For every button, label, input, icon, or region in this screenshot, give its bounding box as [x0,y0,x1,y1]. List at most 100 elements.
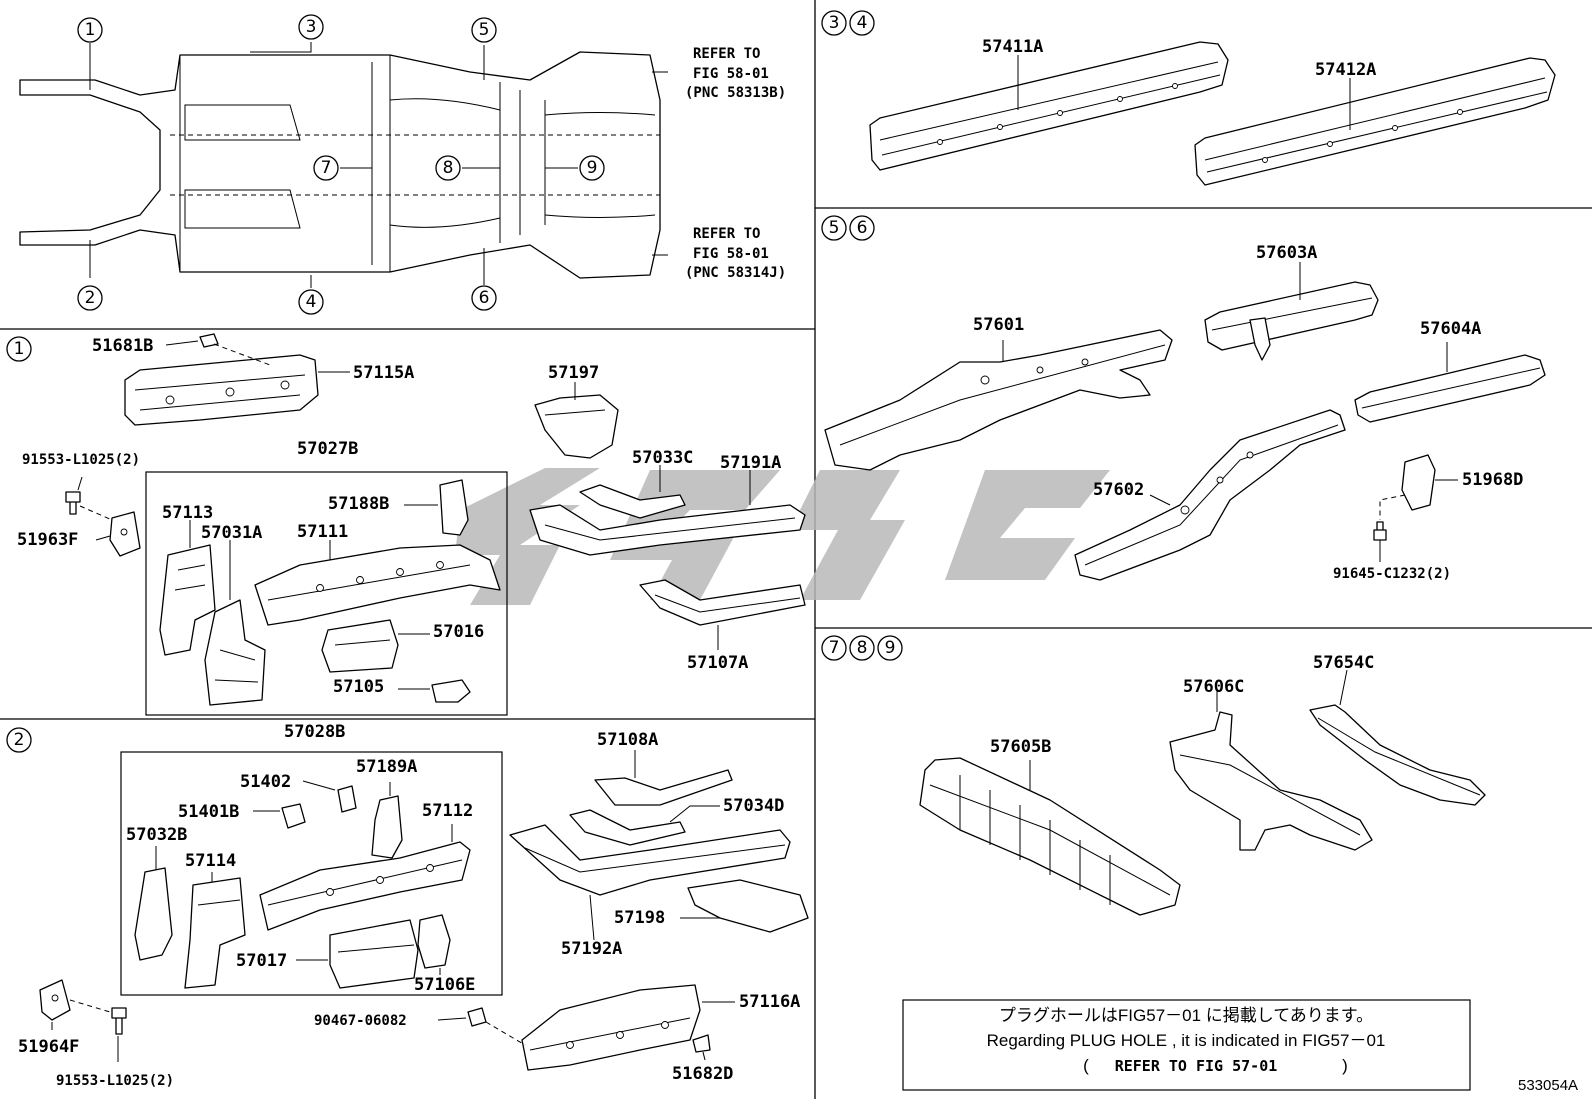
section-4-marker: 4 [857,13,868,33]
part-57034D-drawing [569,809,686,846]
label-51682D: 51682D [672,1064,733,1084]
label-91553-1: 91553-L1025(2) [22,452,140,468]
part-57033C-drawing [579,484,686,519]
section-7-marker: 7 [829,638,840,658]
label-90467-06082: 90467-06082 [314,1013,407,1029]
label-57654C: 57654C [1313,653,1374,673]
section-2-marker: 2 [14,730,25,750]
refer-bottom-line1: REFER TO [693,226,760,242]
bolt-91553-2-drawing [111,1007,127,1035]
label-57603A: 57603A [1256,243,1317,263]
part-57113-drawing [159,544,216,656]
label-57198: 57198 [614,908,665,928]
overview-marker-5: 5 [479,20,490,40]
label-57105: 57105 [333,677,384,697]
part-51682D-drawing [692,1034,711,1053]
section-8-marker: 8 [857,638,868,658]
label-57601: 57601 [973,315,1024,335]
bolt-91645-drawing [1373,521,1387,541]
overview-marker-3: 3 [306,17,317,37]
overview-marker-6: 6 [479,288,490,308]
note-paren-open: ( [1083,1056,1089,1075]
label-57116A: 57116A [739,992,800,1012]
section-3-marker: 3 [829,13,840,33]
overview-marker-4: 4 [306,292,317,312]
label-57033C: 57033C [632,448,693,468]
assembly-box-57028B [120,751,503,996]
label-57411A: 57411A [982,37,1043,57]
part-57197-drawing [534,394,619,459]
bolt-91553-drawing [65,491,81,515]
refer-top-line1: REFER TO [693,46,760,62]
part-57107A-drawing [639,579,806,626]
section-5-6: 5 6 57603A 57601 57604A 57602 51968D 916… [821,215,1546,582]
label-51681B: 51681B [92,336,153,356]
label-57108A: 57108A [597,730,658,750]
part-51968D-drawing [1401,454,1436,511]
label-57604A: 57604A [1420,319,1481,339]
label-91645-C1232: 91645-C1232(2) [1333,566,1451,582]
part-57112-drawing [259,841,471,931]
label-57107A: 57107A [687,653,748,673]
part-57198-drawing [687,879,809,933]
label-57034D: 57034D [723,796,784,816]
part-57189A-drawing [371,795,403,859]
part-57106E-drawing [417,914,451,969]
part-57114-drawing [184,877,246,989]
label-57106E: 57106E [414,975,475,995]
overview-markers: 1 2 3 4 5 6 7 8 9 [77,14,605,315]
part-57606C-drawing [1169,711,1373,851]
section-5-marker: 5 [829,218,840,238]
label-57115A: 57115A [353,363,414,383]
part-57108A-drawing [594,769,733,806]
label-57605B: 57605B [990,737,1051,757]
label-91553-2: 91553-L1025(2) [56,1073,174,1089]
plug-hole-note: プラグホールはFIG57－01 に掲載してあります。 Regarding PLU… [902,999,1471,1091]
label-57114: 57114 [185,851,236,871]
section-1-marker: 1 [14,339,25,359]
label-57192A: 57192A [561,939,622,959]
part-57601-drawing [824,329,1173,471]
label-57189A: 57189A [356,757,417,777]
clip-90467-drawing [467,1007,487,1027]
note-paren-close: ) [1342,1056,1348,1075]
label-57412A: 57412A [1315,60,1376,80]
label-51401B: 51401B [178,802,239,822]
part-57116A-drawing [521,984,701,1071]
label-57017: 57017 [236,951,287,971]
label-57112: 57112 [422,801,473,821]
part-57654C-drawing [1309,704,1486,806]
refer-bottom: REFER TO FIG 58-01 (PNC 58314J) [685,226,786,281]
part-57031A-drawing [204,599,266,706]
part-57016-drawing [321,619,399,673]
refer-top-line2: FIG 58-01 [693,66,769,82]
part-57411A-drawing [869,41,1229,171]
part-51401B-drawing [281,803,306,829]
note-box [902,999,1471,1091]
overview-frame-drawing [19,42,668,288]
section-6-marker: 6 [857,218,868,238]
part-51681B-drawing [199,333,219,348]
overview-marker-7: 7 [321,158,332,178]
part-57017-drawing [329,919,419,989]
part-57602-drawing [1074,409,1346,581]
section-2: 2 [6,722,809,1089]
section-7-8-9: 7 8 9 57605B 57606C 57654C [821,635,1486,916]
note-line-english: Regarding PLUG HOLE , it is indicated in… [987,1031,1386,1050]
label-57032B: 57032B [126,825,187,845]
label-57197: 57197 [548,363,599,383]
refer-bottom-line2: FIG 58-01 [693,246,769,262]
figure-id: 533054A [1518,1077,1578,1094]
label-57031A: 57031A [201,523,262,543]
part-51402-drawing [337,785,357,813]
note-line-japanese: プラグホールはFIG57－01 に掲載してあります。 [999,1006,1373,1025]
label-57606C: 57606C [1183,677,1244,697]
label-51964F: 51964F [18,1037,79,1057]
part-57192A-drawing [509,824,791,896]
note-refer: REFER TO FIG 57-01 [1115,1057,1278,1075]
label-51402: 51402 [240,772,291,792]
label-51963F: 51963F [17,530,78,550]
label-57027B: 57027B [297,439,358,459]
